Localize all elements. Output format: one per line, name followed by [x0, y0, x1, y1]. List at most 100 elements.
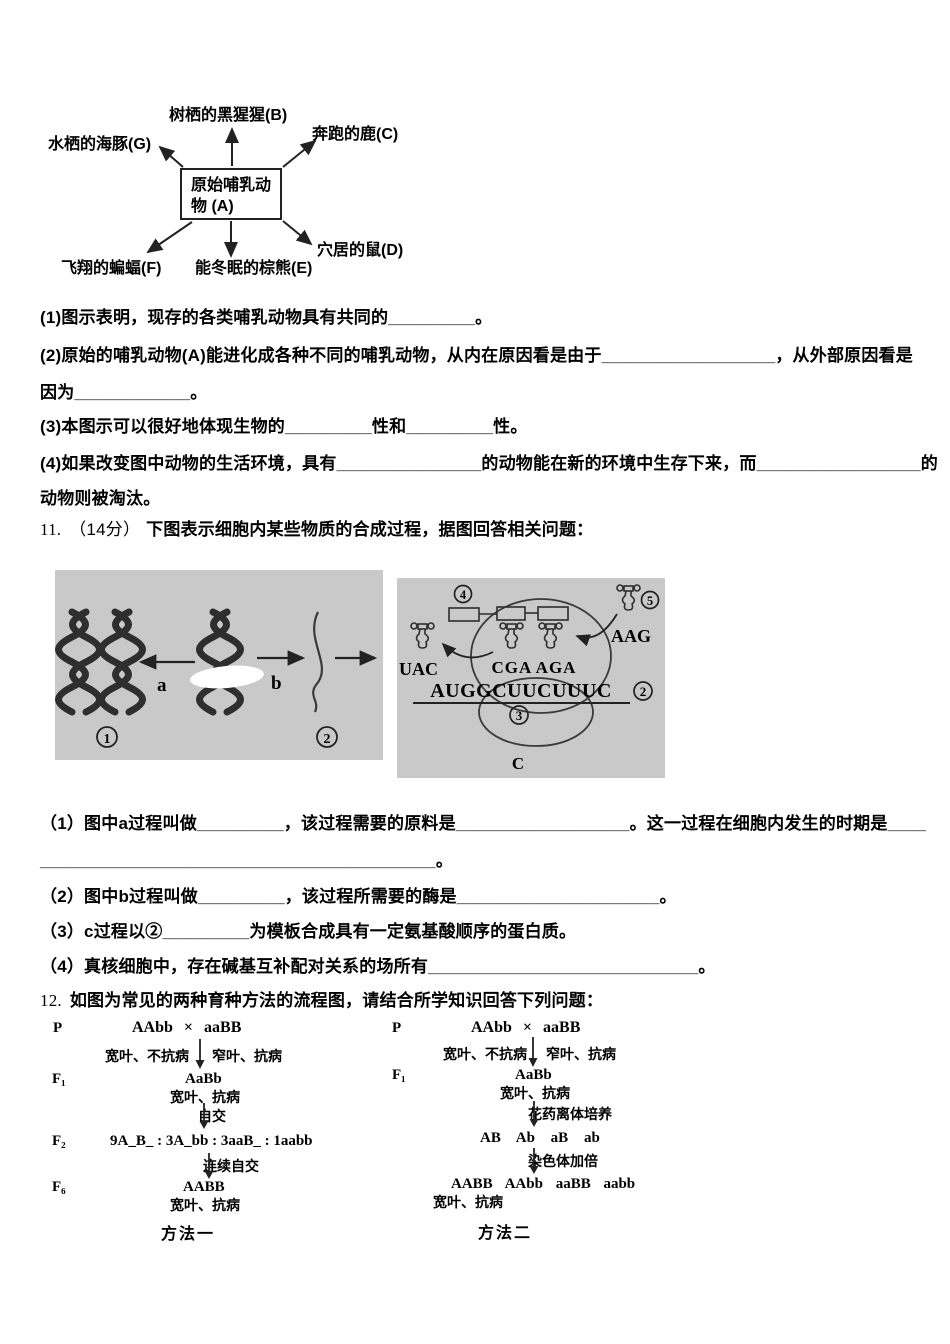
q11-number: 11. — [40, 520, 62, 539]
q11-line-2: ________________________________________… — [40, 851, 454, 870]
step-continuous-selfing: 连续自交 — [203, 1153, 259, 1179]
method1-caption: 方法一 — [161, 1226, 216, 1243]
parent2-phenotype: 窄叶、抗病 — [212, 1048, 282, 1064]
anticodon-uac: UAC — [399, 659, 438, 679]
node-dolphin: 水栖的海豚(G) — [48, 136, 152, 153]
translation-panel: UAC AAG CGA AGA AUGGCUUCUUUC 4 5 2 3 C — [397, 578, 665, 778]
gen-label-p: P — [53, 1020, 63, 1036]
q12-header: 12. 如图为常见的两种育种方法的流程图，请结合所学知识回答下列问题： — [40, 986, 920, 1010]
svg-text:1: 1 — [104, 732, 111, 747]
svg-text:5: 5 — [647, 594, 653, 608]
trna-incoming — [616, 584, 641, 611]
f6-genotype: AABB — [183, 1179, 225, 1195]
step-chromosome-doubling: 染色体加倍 — [528, 1148, 598, 1174]
breeding-method-1: P AAbb × aaBB 宽叶、不抗病 窄叶、抗病 F₁ AaBb 宽叶、抗病… — [22, 1016, 372, 1251]
node-bear: 能冬眠的棕熊(E) — [195, 260, 313, 277]
q11-header-text: 下图表示细胞内某些物质的合成过程，据图回答相关问题： — [146, 520, 594, 539]
label-b: b — [271, 673, 282, 694]
dna-process-panel: a b 1 2 — [55, 570, 383, 760]
circled-1: 1 — [96, 726, 118, 748]
translation-figure: UAC AAG CGA AGA AUGGCUUCUUUC 4 5 2 3 C — [399, 584, 660, 773]
primitive-mammal-box: 原始哺乳动 物 (A) — [180, 168, 282, 220]
circled-5: 5 — [640, 590, 660, 610]
down-arrow-icon — [199, 1103, 209, 1129]
svg-text:2: 2 — [640, 684, 647, 699]
q11-line-3: （2）图中b过程叫做_________，该过程所需要的酶是___________… — [40, 887, 677, 906]
q11-score: （14分） — [69, 520, 141, 539]
arrow-to-c — [282, 139, 317, 168]
down-arrow-icon — [195, 1039, 205, 1069]
gen-label-f2: F₂ — [52, 1133, 66, 1149]
mrna-sequence: AUGGCUUCUUUC — [430, 680, 612, 702]
ribosome-large-subunit — [470, 598, 612, 714]
down-arrow-icon — [529, 1148, 539, 1174]
gen-label-f1: F₁ — [392, 1067, 406, 1083]
parent2-phenotype: 窄叶、抗病 — [546, 1046, 616, 1062]
codons-cga-aga: CGA AGA — [492, 658, 577, 677]
label-a: a — [157, 675, 167, 696]
arrow-trna-exit — [441, 642, 494, 659]
f1-phenotype: 宽叶、抗病 — [170, 1089, 240, 1105]
doubled-phenotype: 宽叶、抗病 — [433, 1194, 503, 1210]
arrow-to-g — [158, 145, 184, 168]
step-selfing: 自交 — [198, 1103, 226, 1129]
q10-line-4: (3)本图示可以很好地体现生物的_________性和_________性。 — [40, 417, 528, 436]
q10-line-5: (4)如果改变图中动物的生活环境，具有_______________的动物能在新… — [40, 454, 938, 473]
dna-double-helix-1 — [59, 612, 100, 712]
node-mouse: 穴居的鼠(D) — [317, 242, 404, 259]
svg-text:4: 4 — [460, 588, 467, 602]
evolution-diagram: 树栖的黑猩猩(B) 奔跑的鹿(C) 水栖的海豚(G) 穴居的鼠(D) 能冬眠的棕… — [45, 93, 435, 298]
f1-genotype: AaBb — [515, 1067, 552, 1083]
doubled-genotypes: AABB AAbb aaBB aabb — [451, 1176, 636, 1192]
q11-line-1: （1）图中a过程叫做_________，该过程需要的原料是___________… — [40, 814, 927, 833]
breeding-method-2: P AAbb × aaBB 宽叶、不抗病 窄叶、抗病 F₁ AaBb 宽叶、抗病… — [388, 1016, 708, 1251]
step-label: 花药离体培养 — [528, 1106, 612, 1122]
dna-double-helix-2 — [102, 612, 143, 712]
q10-line-6: 动物则被淘汰。 — [40, 489, 161, 508]
q10-line-1: (1)图示表明，现存的各类哺乳动物具有共同的_________。 — [40, 308, 493, 327]
q10-line-2: (2)原始的哺乳动物(A)能进化成各种不同的哺乳动物，从内在原因看是由于____… — [40, 346, 913, 365]
svg-text:2: 2 — [324, 732, 331, 747]
step-label: 染色体加倍 — [528, 1153, 598, 1169]
gen-label-f1: F₁ — [52, 1071, 66, 1087]
f2-ratio: 9A_B_ : 3A_bb : 3aaB_ : 1aabb — [110, 1133, 313, 1149]
q12-number: 12. — [40, 991, 62, 1010]
q10-line-3: 因为____________。 — [40, 383, 208, 402]
circled-2-mrna: 2 — [633, 681, 653, 701]
dna-template-helix — [200, 612, 241, 712]
trna-in-site-2 — [538, 622, 563, 649]
f1-phenotype: 宽叶、抗病 — [500, 1085, 570, 1101]
down-arrow-icon — [529, 1101, 539, 1127]
box-line2: 物 (A) — [191, 198, 234, 215]
f1-genotype: AaBb — [185, 1071, 222, 1087]
trna-leaving — [410, 622, 435, 649]
parent1-phenotype: 宽叶、不抗病 — [443, 1046, 527, 1062]
arrow-to-d — [282, 220, 313, 246]
arrow-trna-enter — [575, 613, 618, 647]
dna-process-figure: a b 1 2 — [55, 570, 378, 748]
q11-header: 11. （14分） 下图表示细胞内某些物质的合成过程，据图回答相关问题： — [40, 515, 920, 539]
f6-phenotype: 宽叶、抗病 — [170, 1197, 240, 1213]
parent-cross: AAbb × aaBB — [471, 1019, 581, 1036]
q12-header-text: 如图为常见的两种育种方法的流程图，请结合所学知识回答下列问题： — [69, 991, 604, 1010]
arrow-to-f — [146, 221, 193, 254]
gen-label-p: P — [392, 1020, 402, 1036]
parent1-phenotype: 宽叶、不抗病 — [105, 1048, 189, 1064]
step-label: 自交 — [198, 1108, 226, 1124]
gen-label-f6: F₆ — [52, 1179, 66, 1195]
circled-3-ribosome: 3 — [509, 705, 529, 725]
q11-line-4: （3）c过程以②_________为模板合成具有一定氨基酸顺序的蛋白质。 — [40, 922, 577, 941]
q11-line-5: （4）真核细胞中，存在碱基互补配对关系的场所有_________________… — [40, 957, 716, 976]
white-smudge — [190, 665, 264, 689]
step-label: 连续自交 — [203, 1158, 259, 1174]
anticodon-aag: AAG — [611, 626, 651, 646]
label-c: C — [512, 754, 524, 773]
ribosome-small-subunit — [478, 677, 594, 747]
method2-caption: 方法二 — [478, 1225, 533, 1242]
evolution-arrows — [146, 127, 317, 258]
parent-cross: AAbb × aaBB — [132, 1019, 242, 1036]
down-arrow-icon — [528, 1037, 538, 1067]
gametes: AB Ab aB ab — [480, 1130, 600, 1146]
node-chimpanzee: 树栖的黑猩猩(B) — [169, 107, 288, 124]
svg-text:3: 3 — [516, 708, 523, 723]
